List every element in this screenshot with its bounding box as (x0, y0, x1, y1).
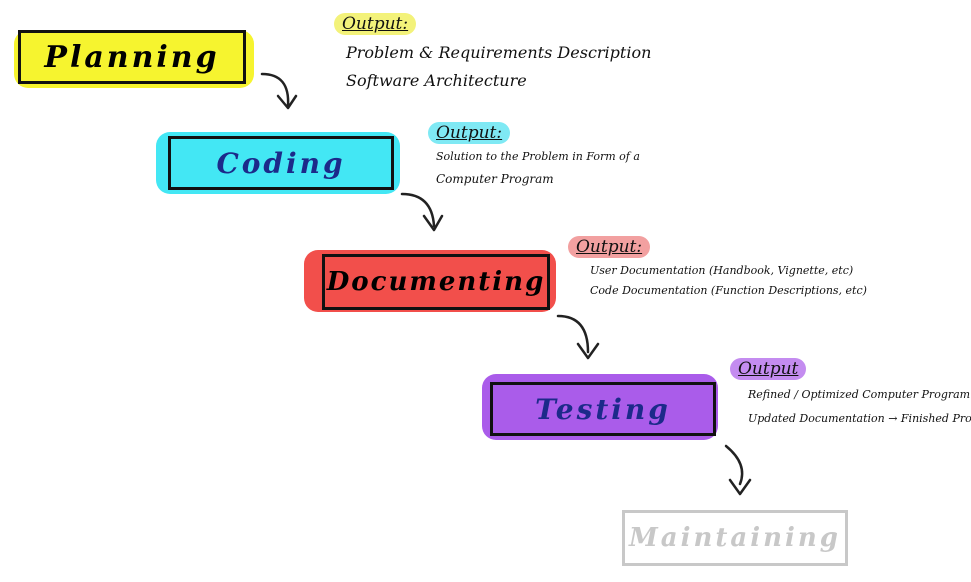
output-line-planning-2: Software Architecture (346, 71, 527, 90)
arrow-testing-to-maintaining (724, 444, 752, 496)
arrow-documenting-to-testing (556, 314, 600, 360)
stage-box-testing: Testing (490, 382, 716, 436)
planning-highlight (14, 30, 254, 88)
stage-label-planning: Planning (44, 39, 220, 75)
stage-label-documenting: Documenting (326, 267, 546, 297)
stage-box-coding: Coding (168, 136, 394, 190)
coding-highlight (156, 132, 400, 194)
output-line-planning-1: Problem & Requirements Description (346, 43, 652, 62)
stage-box-documenting: Documenting (322, 254, 550, 310)
arrow-coding-to-documenting (400, 192, 444, 232)
output-line-documenting-1: User Documentation (Handbook, Vignette, … (590, 264, 854, 277)
arrow-planning-to-coding (260, 72, 298, 110)
output-title-documenting: Output: (568, 236, 651, 258)
testing-highlight (482, 374, 718, 440)
stage-box-planning: Planning (18, 30, 246, 84)
output-line-documenting-2: Code Documentation (Function Description… (590, 284, 867, 297)
stage-label-maintaining: Maintaining (628, 523, 841, 553)
output-line-testing-2: Updated Documentation → Finished Product (748, 412, 971, 425)
output-title-planning: Output: (334, 13, 417, 35)
output-title-testing: Output (730, 358, 807, 380)
documenting-highlight (304, 250, 556, 312)
output-line-testing-1: Refined / Optimized Computer Program (748, 388, 971, 401)
stage-box-maintaining: Maintaining (622, 510, 848, 566)
output-line-coding-2: Computer Program (436, 172, 554, 186)
stage-label-testing: Testing (535, 392, 671, 426)
stage-label-coding: Coding (216, 146, 346, 180)
output-title-coding: Output: (428, 122, 511, 144)
output-line-coding-1: Solution to the Problem in Form of a (436, 150, 640, 163)
